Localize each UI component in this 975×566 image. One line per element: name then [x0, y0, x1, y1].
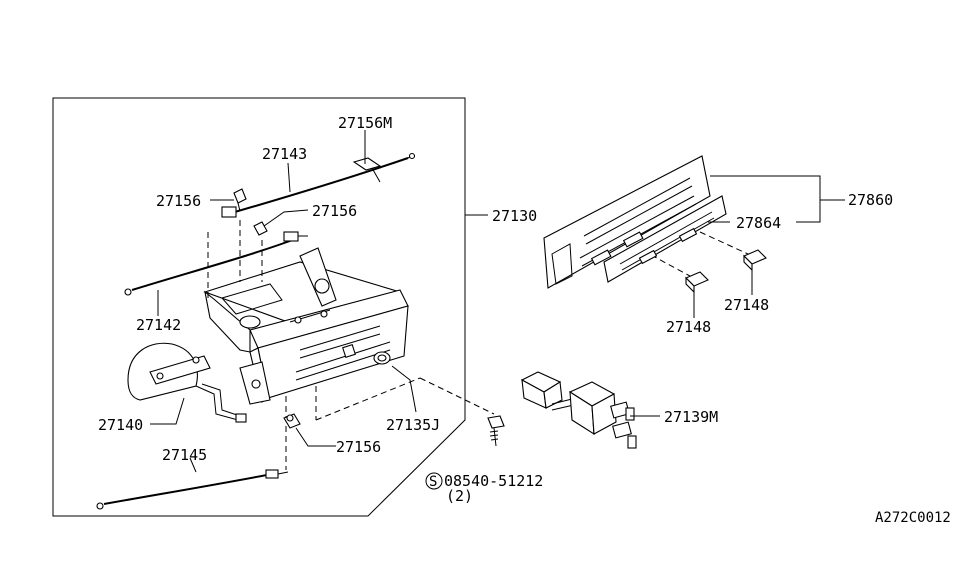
cap-27148-lower [685, 271, 709, 294]
label-27130: 27130 [492, 207, 537, 225]
cable-27143 [221, 152, 416, 218]
label-27148-b: 27148 [666, 318, 711, 336]
diagram-code: A272C0012 [875, 510, 951, 526]
screw-08540-51212 [487, 415, 505, 447]
cable-27142 [124, 231, 308, 296]
panel-27860 [543, 155, 711, 289]
label-27145: 27145 [162, 446, 207, 464]
clip-27156-upper [233, 188, 247, 212]
label-27135J: 27135J [386, 416, 440, 434]
label-27156-b: 27156 [312, 202, 357, 220]
cap-27148-upper [743, 249, 767, 272]
label-27860: 27860 [848, 191, 893, 209]
label-27156-a: 27156 [156, 192, 201, 210]
assembly-frame [52, 97, 466, 517]
label-27864: 27864 [736, 214, 781, 232]
leader-lines [150, 130, 845, 473]
switch-27139M [520, 371, 637, 449]
label-27148-a: 27148 [724, 296, 769, 314]
cable-27145 [96, 469, 289, 510]
label-27142: 27142 [136, 316, 181, 334]
screw-callout: S 08540-51212 (2) [425, 472, 543, 505]
clip-27156-lower [283, 413, 301, 429]
panel-27864 [603, 195, 727, 283]
label-27139M: 27139M [664, 408, 718, 426]
label-screw-code: 08540-51212 [444, 472, 543, 490]
label-27156M: 27156M [338, 114, 392, 132]
control-assembly-27130 [203, 247, 409, 405]
knob-27135J [373, 351, 391, 365]
label-27143: 27143 [262, 145, 307, 163]
actuator-27140 [127, 342, 247, 423]
label-screw-qty: (2) [446, 487, 473, 505]
label-27156-c: 27156 [336, 438, 381, 456]
screw-symbol: S [429, 474, 437, 490]
clip-27156-middle [253, 221, 268, 236]
label-27140: 27140 [98, 416, 143, 434]
